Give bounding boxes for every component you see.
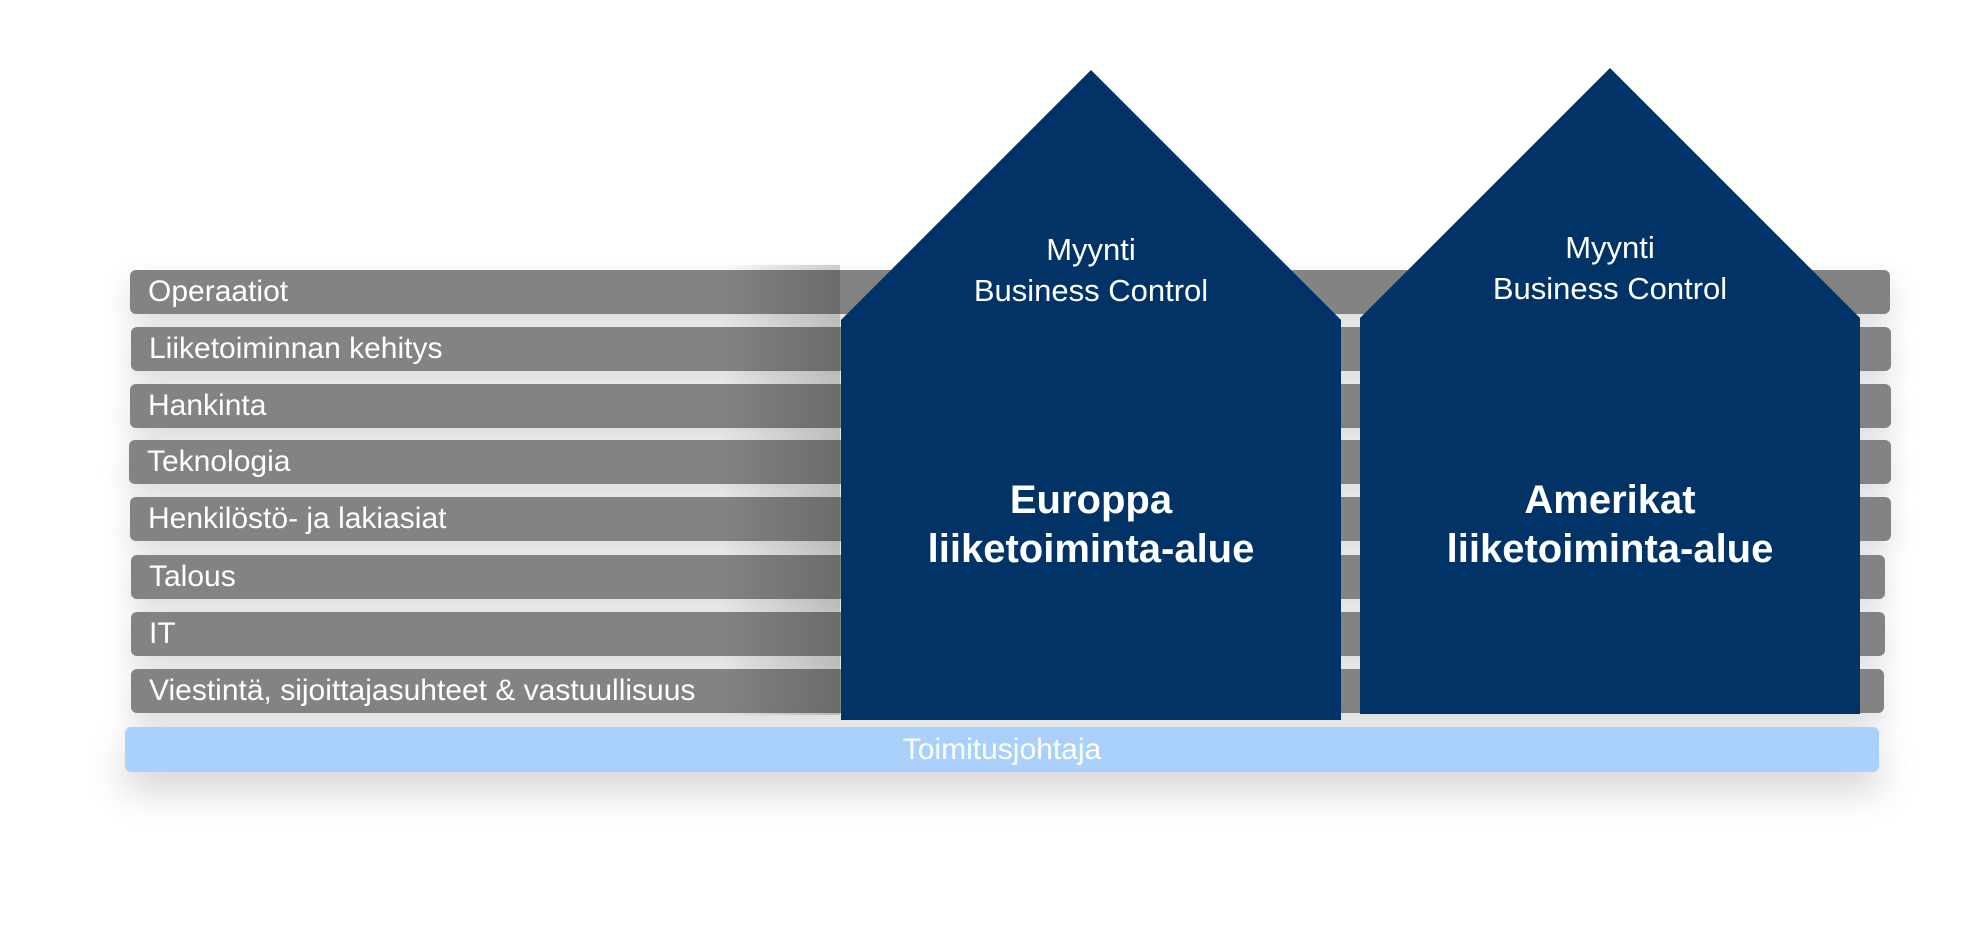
house-americas: Myynti Business Control Amerikat liiketo… [1360, 0, 1860, 720]
ceo-bar: Toimitusjohtaja [125, 727, 1879, 772]
house-title: Amerikat liiketoiminta-alue [1360, 476, 1860, 574]
function-bar-label: Hankinta [148, 389, 267, 422]
house-europe: Myynti Business Control Europpa liiketoi… [841, 0, 1341, 720]
house-subtitle-line2: Business Control [973, 273, 1209, 308]
function-bar-label: IT [149, 617, 176, 650]
house-title-line1: Amerikat [1524, 478, 1696, 522]
function-bar-label: Henkilöstö- ja lakiasiat [148, 502, 447, 535]
function-bar-label: Teknologia [147, 445, 291, 478]
house-subtitle-line1: Myynti [1046, 232, 1136, 267]
function-bar-label: Viestintä, sijoittajasuhteet & vastuulli… [149, 674, 696, 707]
house-title-line2: liiketoiminta-alue [927, 527, 1255, 571]
function-bar-label: Talous [149, 560, 236, 593]
house-subtitle-line1: Myynti [1565, 230, 1655, 265]
house-shape [841, 70, 1341, 720]
ceo-label: Toimitusjohtaja [902, 733, 1102, 766]
house-title-line1: Europpa [1009, 478, 1173, 522]
house-title: Europpa liiketoiminta-alue [841, 476, 1341, 574]
function-bar-label: Liiketoiminnan kehitys [149, 332, 443, 365]
function-bar-label: Operaatiot [148, 275, 289, 308]
house-title-line2: liiketoiminta-alue [1446, 527, 1774, 571]
house-subtitle-line2: Business Control [1492, 271, 1728, 306]
house-shape [1360, 68, 1860, 714]
house-subtitle: Myynti Business Control [1360, 227, 1860, 309]
house-subtitle: Myynti Business Control [841, 229, 1341, 311]
